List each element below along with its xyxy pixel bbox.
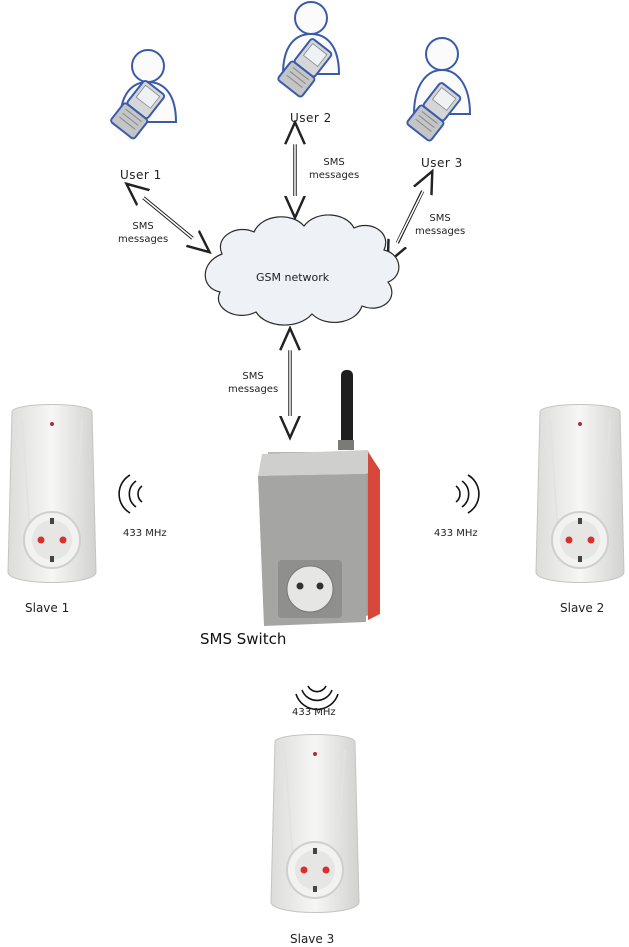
sms-label-user1: SMS messages	[118, 220, 168, 246]
user-1-figure	[110, 49, 178, 140]
sms-label-line2: messages	[118, 234, 169, 245]
radio-label-right: 433 MHz	[434, 528, 478, 539]
slave-3-plug	[270, 734, 360, 913]
user-2-figure	[277, 1, 341, 98]
radio-waves-bottom-icon	[295, 685, 339, 711]
sms-label-line2: messages	[415, 226, 466, 237]
sms-label-line1: SMS	[323, 157, 345, 168]
sms-switch-device	[258, 370, 380, 626]
user-3-figure	[406, 37, 472, 142]
gsm-network-label: GSM network	[256, 271, 330, 284]
gsm-network-cloud	[204, 214, 400, 326]
slave-1-plug	[7, 404, 97, 583]
sms-arrows	[134, 132, 428, 428]
sms-label-user2: SMS messages	[309, 156, 359, 182]
sms-switch-label: SMS Switch	[200, 630, 287, 648]
switch-socket-icon	[286, 565, 334, 613]
radio-waves-right-icon	[455, 474, 480, 514]
slave-3-label: Slave 3	[290, 932, 335, 946]
antenna-icon	[341, 370, 353, 446]
sms-label-line1: SMS	[242, 371, 264, 382]
slave-2-label: Slave 2	[560, 601, 605, 615]
slave-2-plug	[535, 404, 625, 583]
sms-label-switch: SMS messages	[228, 370, 278, 396]
mobile-phone-icon	[277, 38, 333, 98]
radio-label-bottom: 433 MHz	[292, 707, 336, 718]
user-3-label: User 3	[421, 156, 463, 170]
sms-label-line2: messages	[228, 384, 279, 395]
mobile-phone-icon	[110, 79, 166, 140]
user-1-label: User 1	[120, 168, 162, 182]
sms-label-user3: SMS messages	[415, 212, 465, 238]
radio-waves-left-icon	[118, 474, 143, 514]
sms-label-line2: messages	[309, 170, 360, 181]
mobile-phone-icon	[406, 82, 462, 142]
sms-label-line1: SMS	[429, 213, 451, 224]
user-2-label: User 2	[290, 111, 332, 125]
slave-1-label: Slave 1	[25, 601, 70, 615]
radio-label-left: 433 MHz	[123, 528, 167, 539]
sms-label-line1: SMS	[132, 221, 154, 232]
